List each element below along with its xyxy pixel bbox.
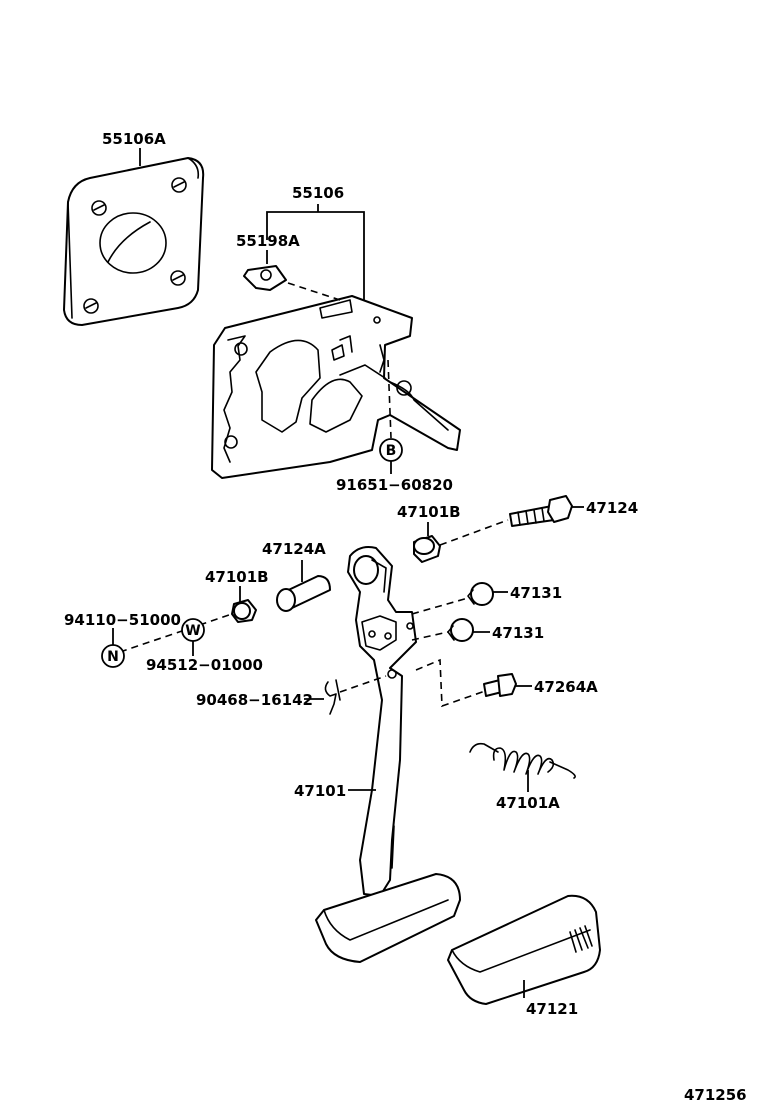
marker-n: N xyxy=(101,644,125,668)
marker-b-letter: B xyxy=(386,443,397,459)
marker-w: W xyxy=(181,618,205,642)
label-47121: 47121 xyxy=(526,1000,578,1018)
label-47124a: 47124A xyxy=(262,540,326,558)
label-55106a: 55106A xyxy=(102,130,166,148)
dash-55198a xyxy=(287,282,341,301)
label-47101: 47101 xyxy=(294,782,346,800)
marker-n-letter: N xyxy=(107,649,119,665)
label-90468: 90468−16142 xyxy=(196,691,313,709)
label-55106: 55106 xyxy=(292,184,344,202)
dash-47124 xyxy=(439,519,509,546)
collar-47124a xyxy=(276,575,331,612)
dash-47131-b xyxy=(411,631,449,641)
pedal-pad-47121 xyxy=(447,894,601,1005)
leader-55106 xyxy=(266,204,365,300)
pedal-bracket-55106 xyxy=(211,295,461,479)
label-94512: 94512−01000 xyxy=(146,656,263,674)
dash-90468 xyxy=(339,675,387,693)
bushing-47101b-top xyxy=(413,535,441,563)
label-55198a: 55198A xyxy=(236,232,300,250)
label-47101a: 47101A xyxy=(496,794,560,812)
clip-nut-55198a xyxy=(243,265,287,291)
label-47101b-left: 47101B xyxy=(205,568,269,586)
clip-90468 xyxy=(324,679,341,715)
brake-pedal-arm-47101 xyxy=(315,546,461,963)
label-47101b-top: 47101B xyxy=(397,503,461,521)
bolt-47264a xyxy=(483,673,517,697)
label-47124: 47124 xyxy=(586,499,638,517)
dash-47131-a xyxy=(411,597,469,615)
marker-w-letter: W xyxy=(185,623,200,639)
bolt-47124 xyxy=(509,495,573,527)
return-spring-47101a xyxy=(469,742,576,779)
label-91651: 91651−60820 xyxy=(336,476,453,494)
label-47131-b: 47131 xyxy=(492,624,544,642)
dash-47264a xyxy=(415,658,489,708)
label-47131-a: 47131 xyxy=(510,584,562,602)
stopper-47131-b xyxy=(447,618,474,642)
diagram-id: 471256 xyxy=(684,1086,747,1104)
pad-plate-55106a xyxy=(63,157,205,326)
label-94110: 94110−51000 xyxy=(64,611,181,629)
dash-left-bushing xyxy=(119,613,233,653)
marker-b: B xyxy=(379,438,403,462)
label-47264a: 47264A xyxy=(534,678,598,696)
stopper-47131-a xyxy=(467,582,494,606)
bushing-47101b-left xyxy=(231,599,257,623)
dash-91651 xyxy=(387,359,392,439)
